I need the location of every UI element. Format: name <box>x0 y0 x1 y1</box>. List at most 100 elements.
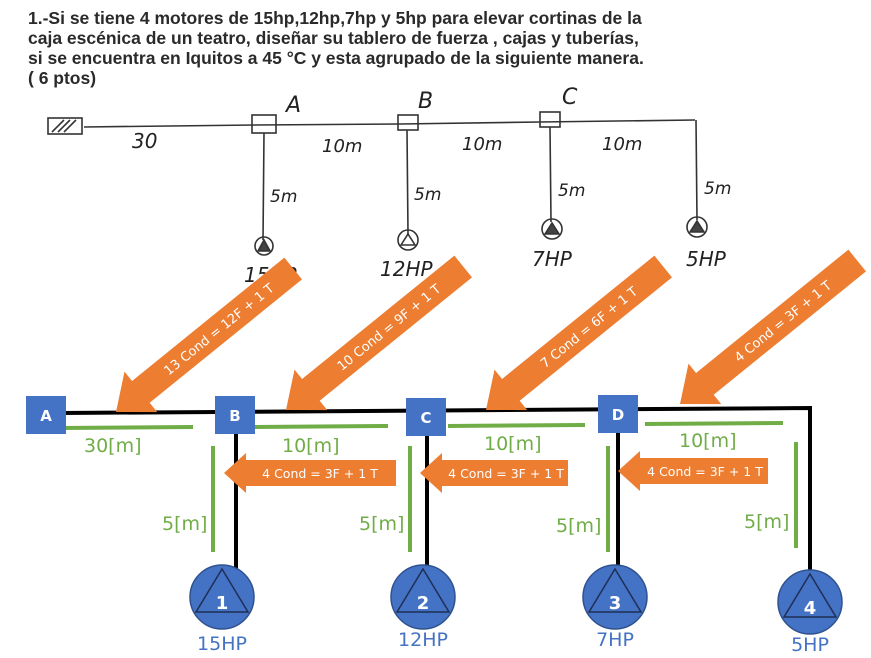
dim-label-ab: 30[m] <box>84 435 142 457</box>
sketch-motor-1-triangle <box>256 238 272 252</box>
main-feeder-wire <box>61 405 812 590</box>
sketch-branch-length-4: 5m <box>704 179 731 199</box>
node-b: B <box>215 396 255 434</box>
sketch-main-line <box>83 119 696 128</box>
diagonal-arrow-3-shape <box>486 255 672 411</box>
diagonal-arrow-1-label: 13 Cond = 12F + 1 T <box>162 281 278 379</box>
sketch-branch-length-3: 5m <box>558 181 585 201</box>
motor-1-number: 1 <box>216 593 229 614</box>
branch-arrow-1: 4 Cond = 3F + 1 T <box>224 453 396 493</box>
branch-arrow-3-label: 4 Cond = 3F + 1 T <box>647 464 763 479</box>
motor-3: 3 7HP <box>582 564 648 651</box>
dim-label-branch-2: 5[m] <box>359 513 404 535</box>
problem-line-4: ( 6 ptos) <box>28 68 97 88</box>
sketch-length-30: 30 <box>132 129 157 153</box>
diagonal-arrow-2-shape <box>286 255 472 411</box>
sketch-branch-length-1: 5m <box>270 187 297 207</box>
sketch-motor-2-triangle <box>399 232 417 246</box>
motor-3-hp: 7HP <box>596 629 634 651</box>
sketch-box-a <box>251 114 277 134</box>
motor-2: 2 12HP <box>390 564 456 651</box>
sketch-branch-4 <box>695 119 698 221</box>
diagonal-arrow-2: 10 Cond = 9F + 1 T <box>286 255 472 411</box>
diagonal-arrow-3: 7 Cond = 6F + 1 T <box>486 255 672 411</box>
node-d-box <box>598 395 638 433</box>
sketch-panel-icon <box>47 117 83 135</box>
dim-label-d-end: 10[m] <box>679 430 737 452</box>
sketch-motor-3 <box>541 218 563 240</box>
branch-arrows: 4 Cond = 3F + 1 T 4 Cond = 3F + 1 T 4 Co… <box>224 451 768 493</box>
motors: 1 15HP 2 12HP 3 7HP 4 5HP <box>189 564 843 656</box>
motor-2-hp: 12HP <box>398 629 448 651</box>
motor-2-circle <box>390 564 456 630</box>
dim-label-cd: 10[m] <box>484 433 542 455</box>
sketch-motor-2 <box>397 229 419 251</box>
sketch-branch-2 <box>406 129 409 235</box>
sketch-branch-length-2: 5m <box>414 185 441 205</box>
sketch-box-label-c: C <box>562 85 578 110</box>
node-c-box <box>406 398 446 436</box>
motor-4: 4 5HP <box>777 569 843 656</box>
motor-3-triangle-icon <box>587 567 643 613</box>
motor-4-hp: 5HP <box>791 634 829 656</box>
problem-line-2: caja escénica de un teatro, diseñar su t… <box>28 28 639 48</box>
sketch-box-label-b: B <box>418 89 433 114</box>
diagonal-arrow-3-label: 7 Cond = 6F + 1 T <box>538 284 641 371</box>
wiring <box>61 405 812 590</box>
dim-segment-bc <box>249 424 389 429</box>
node-a: A <box>26 396 66 434</box>
dim-label-branch-1: 5[m] <box>162 513 207 535</box>
node-b-label: B <box>229 407 240 425</box>
sketch-branch-3 <box>549 126 552 223</box>
sketch-box-b <box>397 114 419 131</box>
sketch-motor-label-3: 7HP <box>532 247 573 271</box>
diagonal-arrow-4-shape <box>680 249 866 405</box>
motor-1-hp: 15HP <box>197 633 247 655</box>
node-b-box <box>215 396 255 434</box>
branch-arrow-3: 4 Cond = 3F + 1 T <box>618 451 768 491</box>
dim-label-branch-3: 5[m] <box>556 515 601 537</box>
motor-4-number: 4 <box>804 598 817 619</box>
diagonal-arrow-1: 13 Cond = 12F + 1 T <box>116 257 302 413</box>
problem-line-1: 1.-Si se tiene 4 motores de 15hp,12hp,7h… <box>28 8 642 28</box>
nodes: A B C D <box>26 395 638 436</box>
sketch-motor-4 <box>686 216 708 238</box>
node-d: D <box>598 395 638 433</box>
problem-line-3: si se encuentra en Iquitos a 45 °C y est… <box>28 48 644 68</box>
dim-segment-ab <box>59 425 194 430</box>
sketch-motor-4-triangle <box>688 219 706 233</box>
dim-label-branch-4: 5[m] <box>744 511 789 533</box>
dim-segment-d-end <box>644 421 784 426</box>
sketch-motor-label-2: 12HP <box>380 257 433 281</box>
motor-2-number: 2 <box>417 593 430 614</box>
branch-arrow-3-shape <box>618 451 768 491</box>
motor-1-circle <box>189 564 255 630</box>
sketch-panel-hatch <box>51 119 77 133</box>
branch-arrow-1-shape <box>224 453 396 493</box>
branch-arrow-2-shape <box>420 453 568 493</box>
node-c: C <box>406 398 446 436</box>
handwritten-sketch <box>47 111 708 256</box>
sketch-branch-1 <box>262 132 265 241</box>
sketch-motor-3-triangle <box>543 221 561 235</box>
dimension-labels: 30[m] 10[m] 10[m] 10[m] 5[m] 5[m] 5[m] 5… <box>84 430 789 537</box>
dimension-lines <box>59 421 798 552</box>
node-a-label: A <box>40 407 52 425</box>
dim-label-bc: 10[m] <box>282 435 340 457</box>
motor-1-triangle-icon <box>194 567 250 613</box>
sketch-labels: A B C 30 10m 10m 10m 5m 5m 5m 5m 15HP 12… <box>132 85 731 287</box>
node-c-label: C <box>420 409 431 427</box>
sketch-box-label-a: A <box>284 93 301 118</box>
diagonal-arrow-4-label: 4 Cond = 3F + 1 T <box>732 278 835 365</box>
problem-statement: 1.-Si se tiene 4 motores de 15hp,12hp,7h… <box>28 8 858 88</box>
motor-2-triangle-icon <box>395 567 451 613</box>
sketch-length-bc: 10m <box>462 134 502 155</box>
motor-3-circle <box>582 564 648 630</box>
node-d-label: D <box>612 406 624 424</box>
branch-arrow-1-label: 4 Cond = 3F + 1 T <box>262 466 378 481</box>
sketch-motor-1 <box>254 236 274 256</box>
node-a-box <box>26 396 66 434</box>
sketch-box-c <box>539 111 561 128</box>
diagonal-arrow-1-shape <box>116 257 302 413</box>
